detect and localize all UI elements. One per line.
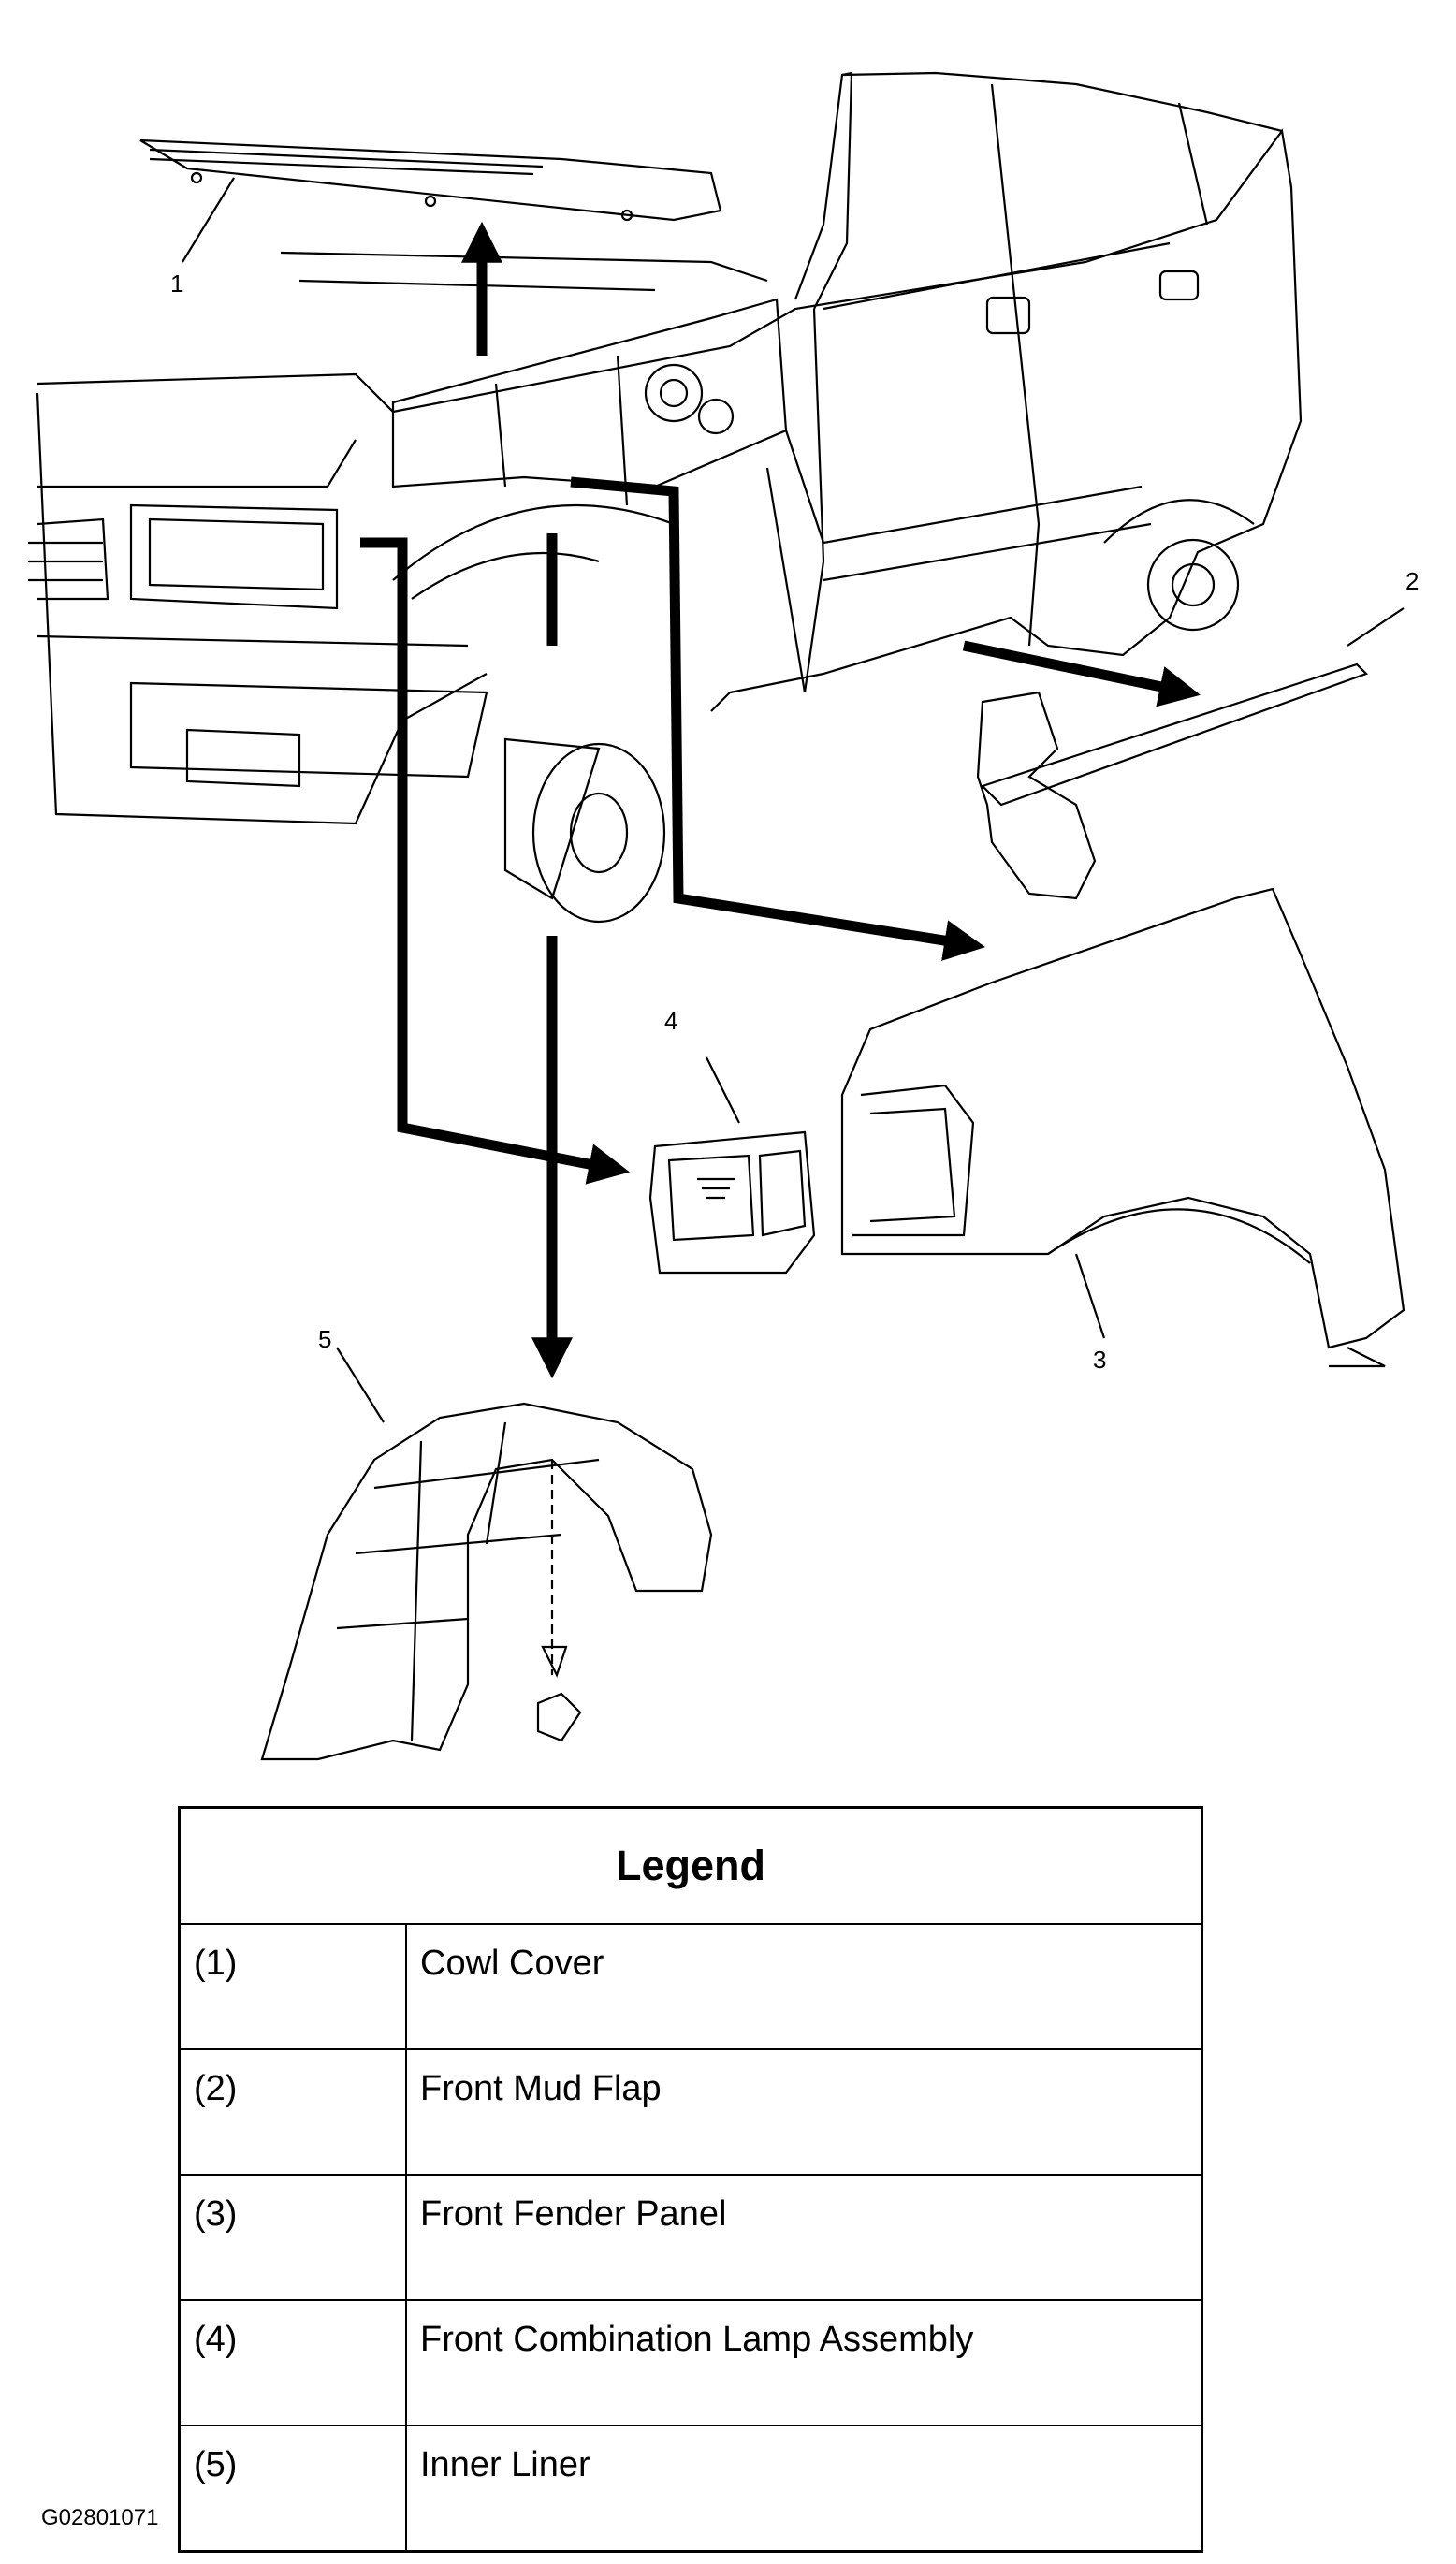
front-mud-flap-part (976, 607, 1405, 900)
legend-number: (5) (178, 2425, 407, 2553)
inner-liner-part (260, 1347, 713, 1761)
exploded-parts-diagram: 1 2 3 4 5 (28, 71, 1419, 1761)
exploded-arrows (360, 221, 1201, 1366)
legend-row: (1) Cowl Cover (178, 1923, 1203, 2050)
legend-number: (2) (178, 2048, 407, 2176)
arrow-to-fender (570, 476, 986, 961)
legend-row: (3) Front Fender Panel (178, 2174, 1203, 2301)
legend-table: Legend (1) Cowl Cover (2) Front Mud Flap… (178, 1806, 1203, 2553)
front-fender-panel-part (840, 887, 1405, 1368)
legend-row: (2) Front Mud Flap (178, 2048, 1203, 2176)
callout-5: 5 (318, 1325, 331, 1353)
legend-number: (3) (178, 2174, 407, 2301)
callout-3: 3 (1093, 1346, 1106, 1374)
callout-4: 4 (664, 1007, 677, 1035)
callout-2: 2 (1405, 567, 1419, 595)
legend-description: Cowl Cover (405, 1923, 1203, 2050)
legend-number: (4) (178, 2299, 407, 2426)
vehicle-body-illustration (28, 71, 1303, 924)
arrow-to-lamp (360, 537, 630, 1185)
legend-description: Front Combination Lamp Assembly (405, 2299, 1203, 2426)
legend-title: Legend (178, 1806, 1203, 1925)
front-combination-lamp-part (648, 1056, 816, 1275)
figure-code: G02801071 (41, 2505, 159, 2530)
cowl-cover-part (139, 138, 722, 263)
legend-description: Front Mud Flap (405, 2048, 1203, 2176)
legend-description: Front Fender Panel (405, 2174, 1203, 2301)
legend-row: (4) Front Combination Lamp Assembly (178, 2299, 1203, 2426)
arrow-to-mud-flap (962, 640, 1201, 707)
legend-row: (5) Inner Liner (178, 2425, 1203, 2553)
legend-description: Inner Liner (405, 2425, 1203, 2553)
callout-1: 1 (170, 270, 183, 298)
legend-number: (1) (178, 1923, 407, 2050)
